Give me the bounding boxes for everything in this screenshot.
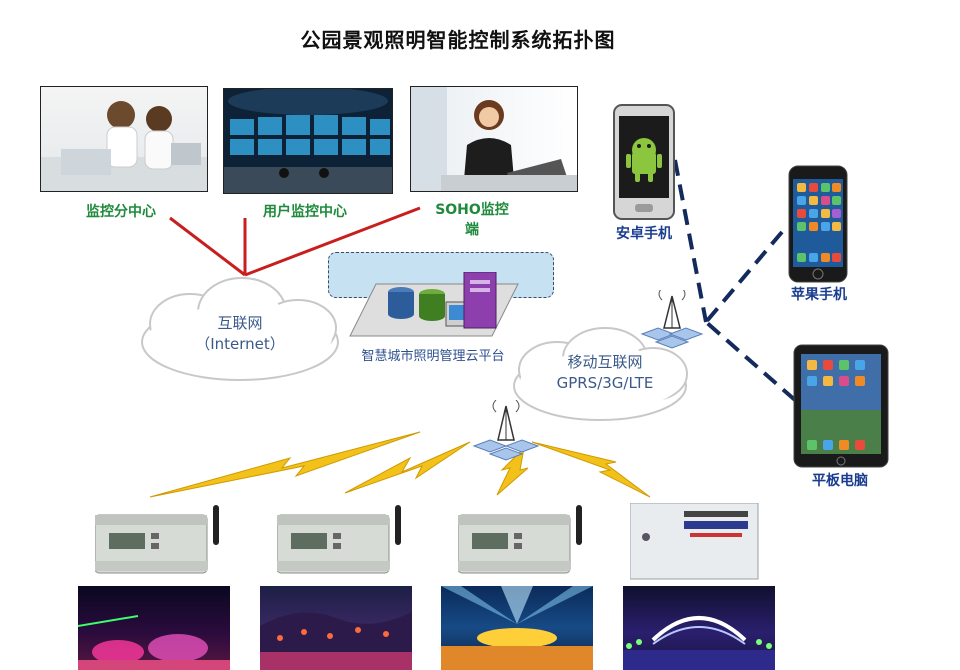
lighting-scene-3 bbox=[441, 586, 593, 670]
server-stack-blue bbox=[388, 287, 414, 319]
label-user-monitor-center: 用户监控中心 bbox=[263, 204, 347, 220]
iphone-icon bbox=[788, 165, 848, 283]
link-iphone bbox=[704, 230, 784, 324]
platform-server-tower bbox=[463, 272, 497, 329]
lightning-bolts bbox=[149, 431, 651, 498]
label-soho: SOHO监控 端 bbox=[422, 200, 522, 240]
bolt-1 bbox=[149, 431, 421, 498]
tablet-icon bbox=[793, 344, 889, 468]
link-android bbox=[673, 159, 708, 323]
internet-cloud bbox=[141, 277, 339, 381]
label-android: 安卓手机 bbox=[616, 226, 672, 242]
lighting-scene-4 bbox=[623, 586, 775, 670]
label-monitor-sub-center: 监控分中心 bbox=[86, 204, 156, 220]
bolt-2 bbox=[344, 441, 471, 494]
lighting-controller-2 bbox=[277, 505, 401, 574]
label-iphone: 苹果手机 bbox=[791, 287, 847, 303]
lighting-controller-3 bbox=[458, 505, 582, 574]
mobile-internet-label-line1: 移动互联网 bbox=[567, 353, 643, 371]
internet-label-line1: 互联网 bbox=[217, 314, 263, 332]
wire-sub-center bbox=[169, 216, 246, 277]
diagram-title: 公园景观照明智能控制系统拓扑图 bbox=[300, 28, 616, 52]
user-monitor-center-photo bbox=[223, 88, 393, 194]
mobile-internet-cloud bbox=[513, 327, 688, 421]
internet-label-line2: （Internet） bbox=[195, 335, 285, 353]
bolt-4 bbox=[531, 441, 651, 498]
label-tablet: 平板电脑 bbox=[812, 473, 868, 489]
control-cabinet bbox=[630, 503, 759, 580]
platform-servers bbox=[349, 272, 519, 337]
lighting-scene-1 bbox=[78, 586, 230, 670]
soho-photo bbox=[410, 86, 578, 192]
mobile-internet-label: 移动互联网 GPRS/3G/LTE bbox=[530, 352, 680, 394]
cell-tower-icon bbox=[640, 290, 704, 349]
android-phone-icon bbox=[613, 104, 675, 220]
mobile-internet-label-line2: GPRS/3G/LTE bbox=[556, 374, 654, 392]
wire-soho bbox=[244, 206, 421, 277]
label-soho-line1: SOHO监控 bbox=[435, 202, 509, 218]
link-tablet bbox=[704, 320, 797, 402]
lighting-controller-1 bbox=[95, 505, 219, 574]
lighting-scene-2 bbox=[260, 586, 412, 670]
server-stack-green bbox=[419, 289, 445, 321]
monitor-sub-center-photo bbox=[40, 86, 208, 192]
label-soho-line2: 端 bbox=[465, 222, 479, 238]
base-station-icon bbox=[472, 400, 540, 461]
internet-label: 互联网 （Internet） bbox=[175, 313, 305, 355]
platform-label: 智慧城市照明管理云平台 bbox=[361, 349, 505, 364]
